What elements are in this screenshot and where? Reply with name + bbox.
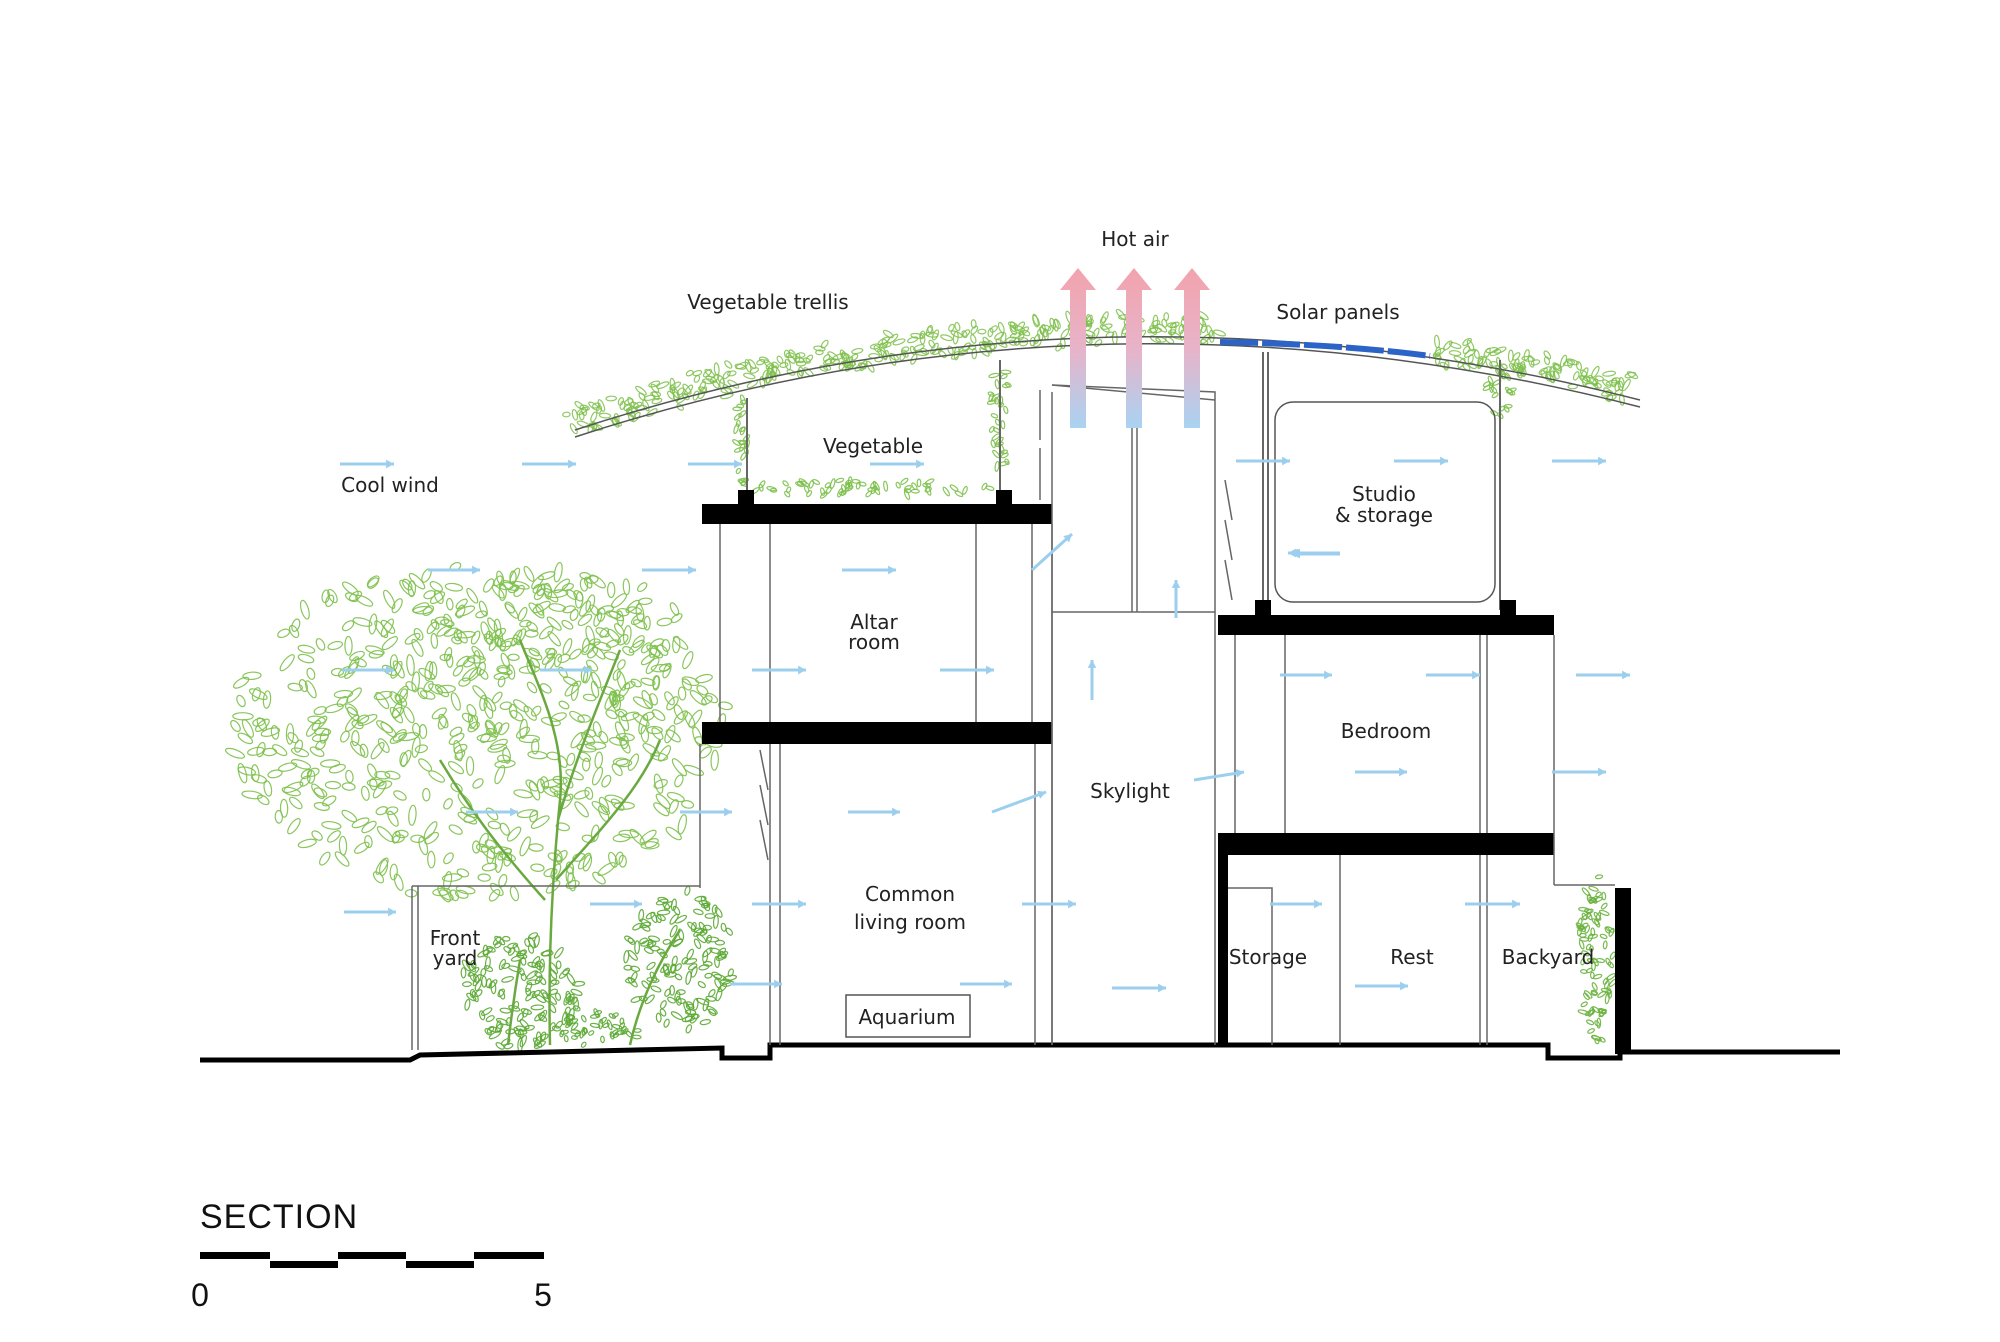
foliage-layer — [224, 308, 1639, 1052]
label-storage: Storage — [1229, 945, 1307, 969]
label-backyard: Backyard — [1502, 945, 1595, 969]
hot-air-arrows — [1060, 268, 1210, 428]
label-front: Front — [430, 926, 481, 950]
solar-panels — [1219, 339, 1431, 359]
left-building — [411, 490, 1053, 1050]
label-skylight: Skylight — [1090, 779, 1170, 803]
label-vegetable: Vegetable — [823, 434, 923, 458]
label-cool-wind: Cool wind — [341, 473, 439, 497]
label-living-room: living room — [854, 910, 966, 934]
label-hot-air: Hot air — [1101, 227, 1169, 251]
label-altar: Altar — [850, 610, 898, 634]
section-title: SECTION — [200, 1198, 358, 1236]
wind-arrows — [340, 456, 1630, 993]
trellis-posts — [746, 352, 1501, 610]
skylight-structure — [1039, 384, 1233, 1045]
label-yard: yard — [433, 946, 478, 970]
right-building — [1218, 401, 1631, 1054]
label-room: room — [848, 630, 900, 654]
scale-start: 0 — [191, 1277, 209, 1313]
label-aquarium: Aquarium — [859, 1005, 956, 1029]
scale-bar — [200, 1252, 544, 1268]
label-rest: Rest — [1390, 945, 1434, 969]
aquarium-box — [845, 994, 971, 1038]
labels: Hot air Vegetable trellis Solar panels C… — [341, 227, 1594, 1029]
scale-end: 5 — [534, 1277, 552, 1313]
label-storage-2: & storage — [1335, 503, 1433, 527]
label-studio: Studio — [1352, 482, 1416, 506]
label-common: Common — [865, 882, 955, 906]
label-vegetable-trellis: Vegetable trellis — [687, 290, 848, 314]
ground-line — [200, 1042, 1840, 1063]
label-solar-panels: Solar panels — [1276, 300, 1399, 324]
roof-trellis — [574, 336, 1641, 438]
label-bedroom: Bedroom — [1341, 719, 1431, 743]
